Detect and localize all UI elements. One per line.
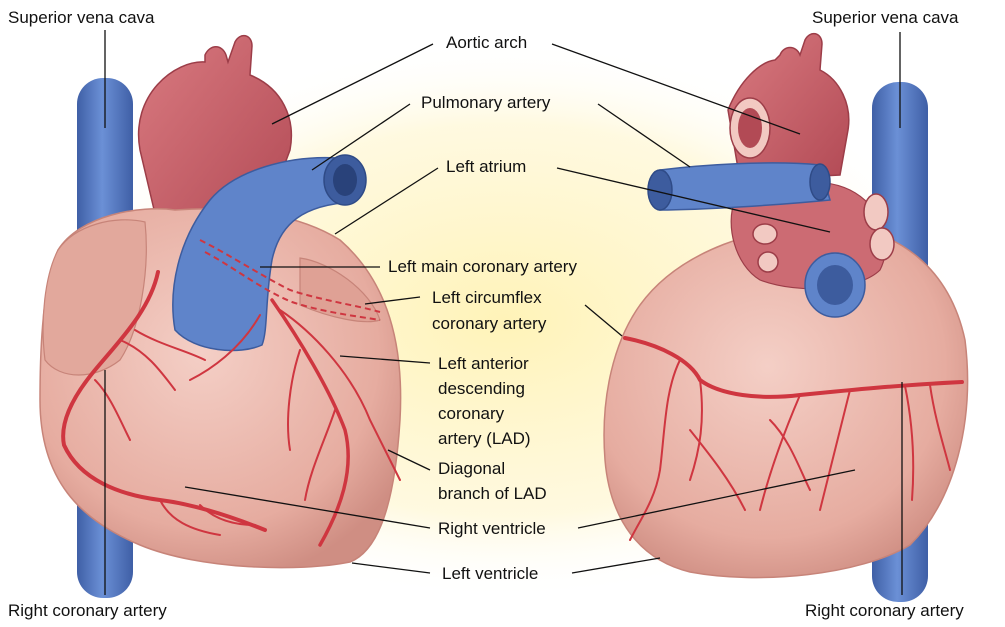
ivc-lumen xyxy=(817,265,853,305)
label-left-atrium: Left atrium xyxy=(446,157,526,176)
label-diagonal-line1: Diagonal xyxy=(438,459,505,478)
label-rca-right: Right coronary artery xyxy=(805,601,964,620)
pulmonary-vein-4 xyxy=(870,228,894,260)
label-rca-left: Right coronary artery xyxy=(8,601,167,620)
label-diagonal-line2: branch of LAD xyxy=(438,484,547,503)
label-svc-right: Superior vena cava xyxy=(812,8,959,27)
pulmonary-branch-right xyxy=(660,163,830,210)
label-lad-line4: artery (LAD) xyxy=(438,429,531,448)
label-circumflex-line1: Left circumflex xyxy=(432,288,542,307)
label-lad-line3: coronary xyxy=(438,404,505,423)
aorta-lumen-right xyxy=(738,108,762,148)
pulmonary-vein-3 xyxy=(864,194,888,230)
pulmonary-lumen xyxy=(333,164,357,196)
label-left-ventricle: Left ventricle xyxy=(442,564,538,583)
label-pulmonary-artery: Pulmonary artery xyxy=(421,93,551,112)
label-left-main-coronary: Left main coronary artery xyxy=(388,257,577,276)
label-lad-line1: Left anterior xyxy=(438,354,529,373)
pulmonary-vein-1 xyxy=(753,224,777,244)
label-circumflex-line2: coronary artery xyxy=(432,314,547,333)
label-lad-line2: descending xyxy=(438,379,525,398)
label-right-ventricle: Right ventricle xyxy=(438,519,546,538)
label-svc-left: Superior vena cava xyxy=(8,8,155,27)
pulmonary-vein-2 xyxy=(758,252,778,272)
label-aortic-arch: Aortic arch xyxy=(446,33,527,52)
pulmonary-opening-right-end xyxy=(810,164,830,200)
